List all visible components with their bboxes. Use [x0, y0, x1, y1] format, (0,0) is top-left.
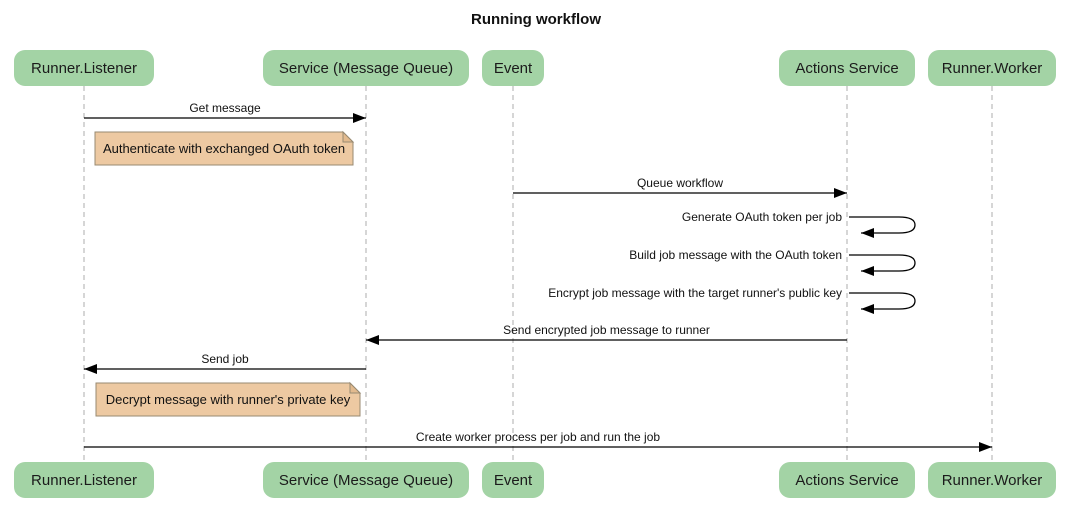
participant-label: Event — [493, 471, 533, 489]
note-shape — [95, 382, 361, 417]
message-label: Queue workflow — [636, 176, 724, 190]
message-label: Encrypt job message with the target runn… — [548, 286, 842, 300]
note-label: Decrypt message with runner's private ke… — [105, 392, 351, 407]
participant-bottom-runner-worker: Runner.Worker — [928, 462, 1056, 498]
participant-bottom-service-message-queue: Service (Message Queue) — [263, 462, 469, 498]
note-fold-corner — [349, 381, 362, 394]
participant-label: Service (Message Queue) — [278, 471, 454, 489]
diagram-title: Running workflow — [471, 11, 601, 28]
participant-label: Runner.Worker — [941, 471, 1043, 489]
participant-top-event: Event — [482, 50, 544, 86]
participant-top-service-message-queue: Service (Message Queue) — [263, 50, 469, 86]
self-message-arrow — [849, 292, 916, 314]
message-label: Generate OAuth token per job — [681, 210, 842, 224]
participant-label: Event — [493, 59, 533, 77]
message-label: Create worker process per job and run th… — [415, 430, 661, 444]
participant-label: Runner.Listener — [31, 471, 137, 489]
participant-label: Service (Message Queue) — [278, 59, 454, 77]
participant-bottom-runner-listener: Runner.Listener — [14, 462, 154, 498]
message-label: Get message — [189, 101, 261, 115]
participant-label: Actions Service — [795, 59, 899, 77]
participant-bottom-actions-service: Actions Service — [779, 462, 915, 498]
note-fold-corner — [342, 130, 355, 143]
participant-top-runner-listener: Runner.Listener — [14, 50, 154, 86]
message-label: Build job message with the OAuth token — [629, 248, 842, 262]
message-label: Send job — [201, 352, 249, 366]
message-label: Send encrypted job message to runner — [503, 323, 710, 337]
note-label: Authenticate with exchanged OAuth token — [102, 141, 346, 156]
self-message-arrow — [849, 254, 916, 276]
participant-bottom-event: Event — [482, 462, 544, 498]
participant-label: Actions Service — [795, 471, 899, 489]
self-message-arrow — [849, 216, 916, 238]
note-shape — [94, 131, 354, 166]
participant-label: Runner.Worker — [941, 59, 1043, 77]
participant-label: Runner.Listener — [31, 59, 137, 77]
participant-top-actions-service: Actions Service — [779, 50, 915, 86]
participant-top-runner-worker: Runner.Worker — [928, 50, 1056, 86]
